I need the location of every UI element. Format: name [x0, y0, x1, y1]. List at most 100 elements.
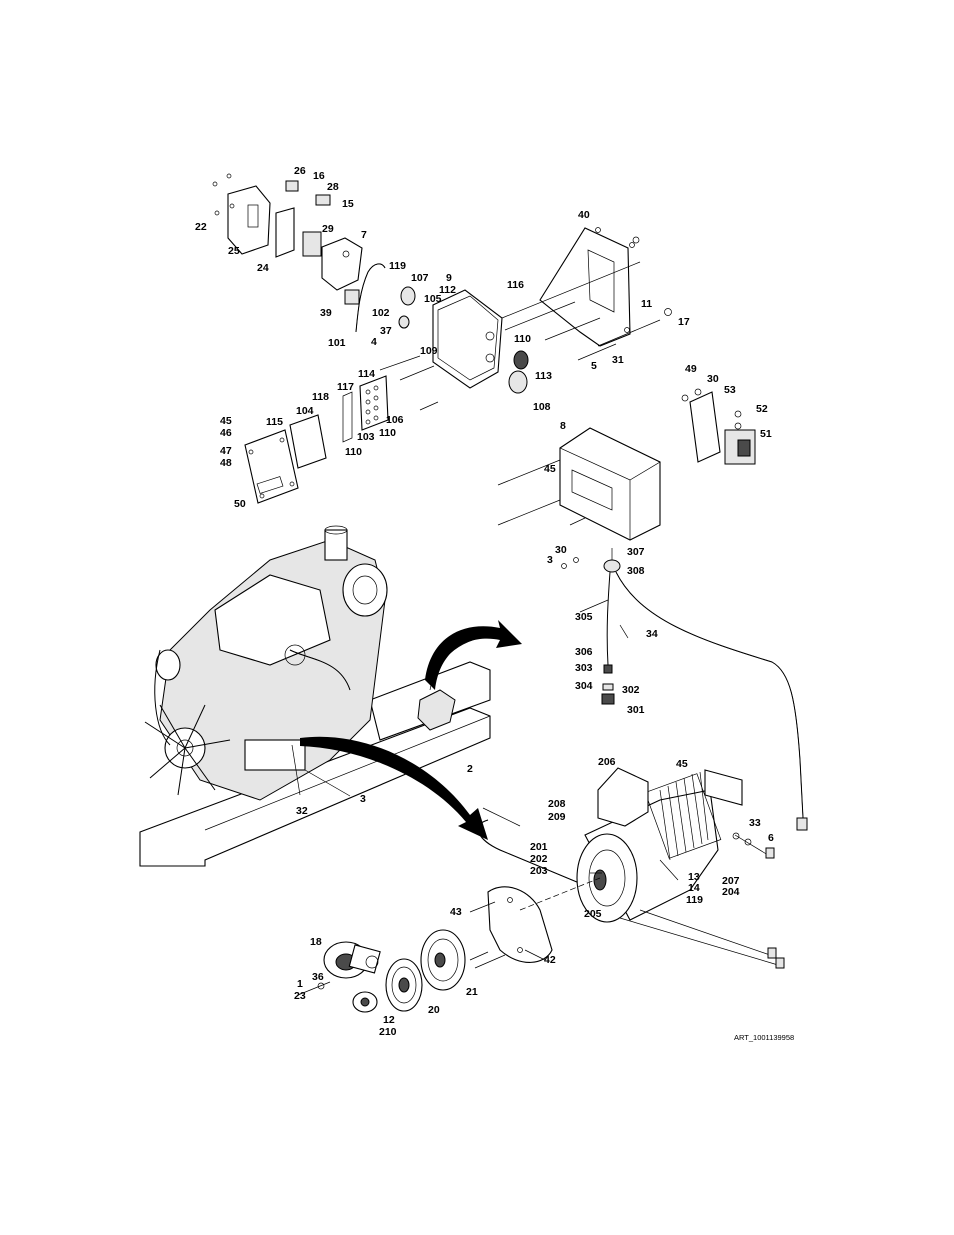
callout: 15 [342, 198, 354, 210]
washer [561, 563, 567, 569]
callout: 2 [467, 763, 473, 775]
callout: 208 [548, 798, 566, 810]
washer [732, 832, 740, 840]
callout: 108 [533, 401, 551, 413]
callout: 203 [530, 865, 548, 877]
bolt [639, 909, 771, 956]
callout: 302 [622, 684, 640, 696]
callout: 26 [294, 165, 306, 177]
bolt [577, 343, 617, 361]
callout: 6 [768, 832, 774, 844]
callout: 102 [372, 307, 390, 319]
callout: 47 [220, 445, 232, 457]
nut [734, 410, 742, 418]
callout-labels: 26 16 28 15 22 25 24 29 7 40 119 107 9 1… [195, 165, 794, 1042]
callout: 36 [312, 971, 324, 983]
cover-plate [244, 429, 299, 504]
belt-tensioner [323, 941, 381, 979]
bolt-head [765, 847, 775, 859]
callout: 4 [371, 336, 377, 348]
engine-sump [244, 739, 306, 771]
bolt [597, 319, 661, 347]
nut [734, 422, 742, 430]
callout: 24 [257, 262, 269, 274]
indicator [285, 180, 299, 192]
cover-screw [279, 437, 285, 443]
callout: 206 [598, 756, 616, 768]
callout: 33 [749, 817, 761, 829]
idler-pulley [352, 991, 378, 1013]
callout: 30 [555, 544, 567, 556]
callout: 42 [544, 954, 556, 966]
knockout [485, 331, 495, 341]
callout: 30 [707, 373, 719, 385]
screw [399, 365, 435, 381]
screw [212, 181, 218, 187]
callout: 210 [379, 1026, 397, 1038]
callout: 25 [228, 245, 240, 257]
screw [497, 499, 561, 526]
callout: 116 [507, 279, 524, 291]
pulley-large [420, 929, 466, 991]
callout: 119 [389, 260, 406, 272]
bracket-hole [624, 327, 630, 333]
terminal-studs [365, 385, 379, 425]
switch [302, 231, 322, 257]
callout: 307 [627, 546, 645, 558]
callout: 119 [686, 894, 703, 906]
air-intake [342, 563, 388, 617]
nut [632, 236, 640, 244]
generator-fins [644, 773, 722, 859]
screw [569, 517, 586, 526]
cover-screw [248, 449, 254, 455]
bolt [501, 261, 641, 319]
box-hole [342, 250, 350, 258]
callout: 16 [313, 170, 325, 182]
callout: 107 [411, 272, 429, 284]
engine-assembly [139, 525, 491, 867]
engine-head [214, 574, 331, 666]
pulley-small [385, 958, 423, 1012]
callout: 52 [756, 403, 768, 415]
engine-exhaust [324, 529, 348, 561]
control-box-label [571, 469, 613, 511]
callout: 304 [575, 680, 593, 692]
callout: 105 [424, 293, 442, 305]
control-module [417, 689, 456, 731]
callout: 201 [530, 841, 548, 853]
breaker [315, 194, 331, 206]
callout: 109 [420, 345, 438, 357]
bracket-cutout [587, 249, 615, 313]
callout: 22 [195, 221, 207, 233]
washer [573, 557, 579, 563]
callout: 32 [296, 805, 308, 817]
bolt-head [775, 957, 785, 969]
bolt [619, 917, 779, 966]
callout: 13 [688, 871, 700, 883]
callout: 101 [328, 337, 346, 349]
fitting [400, 286, 416, 306]
callout: 31 [612, 354, 624, 366]
harness-cable [606, 571, 611, 666]
engine-block [159, 539, 386, 801]
callout: 209 [548, 811, 566, 823]
terminal-plate [342, 391, 353, 443]
callout: 51 [760, 428, 772, 440]
callout: 43 [450, 906, 462, 918]
generator-end [576, 833, 638, 923]
screw [214, 210, 220, 216]
wire-harness [561, 548, 808, 831]
pulley-group [297, 929, 489, 1013]
callout: 45 [676, 758, 688, 770]
control-box [559, 427, 661, 541]
callout: 40 [578, 209, 590, 221]
fitting [344, 289, 360, 305]
callout: 114 [358, 368, 375, 380]
control-box-8 [497, 427, 661, 541]
cooling-fan [144, 704, 231, 796]
relay-face [737, 439, 751, 457]
callout: 303 [575, 662, 593, 674]
drive-belt-engine [154, 649, 171, 746]
callout: 113 [535, 370, 552, 382]
